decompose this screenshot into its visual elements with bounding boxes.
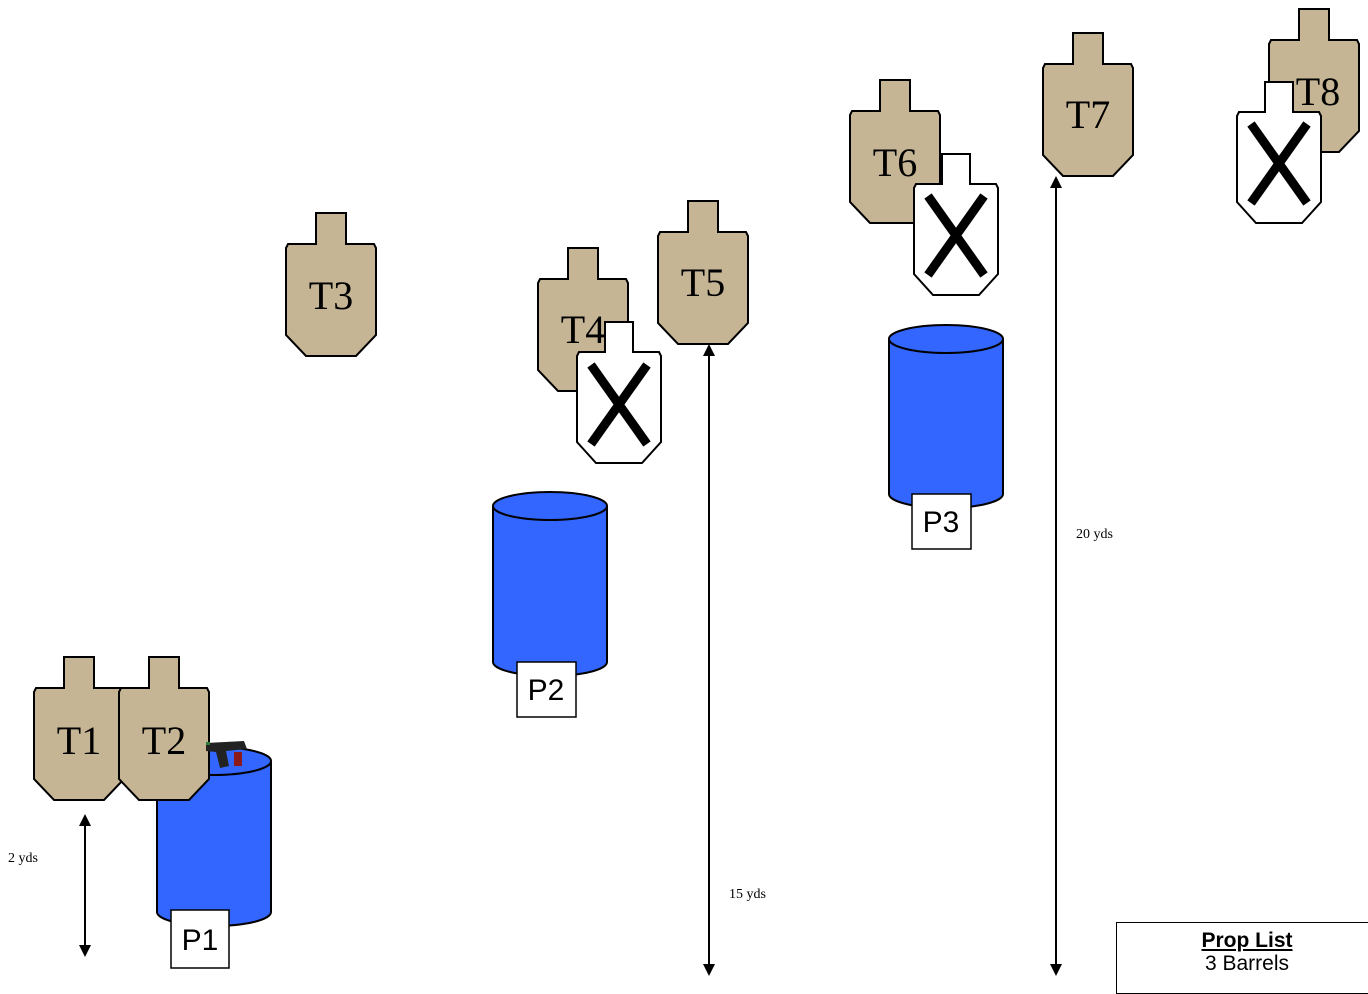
prop-list-box: Prop List 3 Barrels bbox=[1116, 922, 1368, 994]
target-t2: T2 bbox=[118, 656, 210, 801]
target-label-t2: T2 bbox=[142, 718, 186, 763]
x-mark-icon bbox=[587, 362, 651, 447]
pistol-icon bbox=[206, 741, 247, 768]
position-box-p1: P1 bbox=[170, 909, 230, 969]
target-label-t6: T6 bbox=[873, 140, 917, 185]
x-mark-icon bbox=[1247, 121, 1311, 206]
no-shoot-target-3 bbox=[1236, 81, 1322, 224]
position-box-p3: P3 bbox=[911, 493, 972, 550]
target-t5: T5 bbox=[657, 200, 749, 345]
target-label-t4: T4 bbox=[561, 307, 605, 352]
position-label-p3: P3 bbox=[923, 506, 960, 539]
barrel-p2 bbox=[492, 491, 608, 677]
no-shoot-target-1 bbox=[576, 321, 662, 464]
position-box-p2: P2 bbox=[516, 661, 577, 718]
target-t1: T1 bbox=[33, 656, 125, 801]
position-label-p2: P2 bbox=[528, 674, 565, 707]
target-label-t5: T5 bbox=[681, 260, 725, 305]
target-label-t8: T8 bbox=[1296, 69, 1340, 114]
barrel-p3 bbox=[888, 324, 1004, 509]
prop-list-item: 3 Barrels bbox=[1204, 952, 1290, 975]
distance-label-20yds: 20 yds bbox=[1076, 527, 1113, 542]
prop-list-title: Prop List bbox=[1201, 929, 1293, 952]
target-t3: T3 bbox=[285, 212, 377, 357]
position-label-p1: P1 bbox=[182, 924, 219, 957]
distance-label-15yds: 15 yds bbox=[729, 887, 766, 902]
target-label-t7: T7 bbox=[1066, 92, 1110, 137]
x-mark-icon bbox=[924, 193, 988, 278]
target-label-t1: T1 bbox=[57, 718, 101, 763]
no-shoot-target-2 bbox=[913, 153, 999, 296]
target-t7: T7 bbox=[1042, 32, 1134, 177]
target-label-t3: T3 bbox=[309, 273, 353, 318]
distance-label-2yds: 2 yds bbox=[8, 851, 38, 866]
